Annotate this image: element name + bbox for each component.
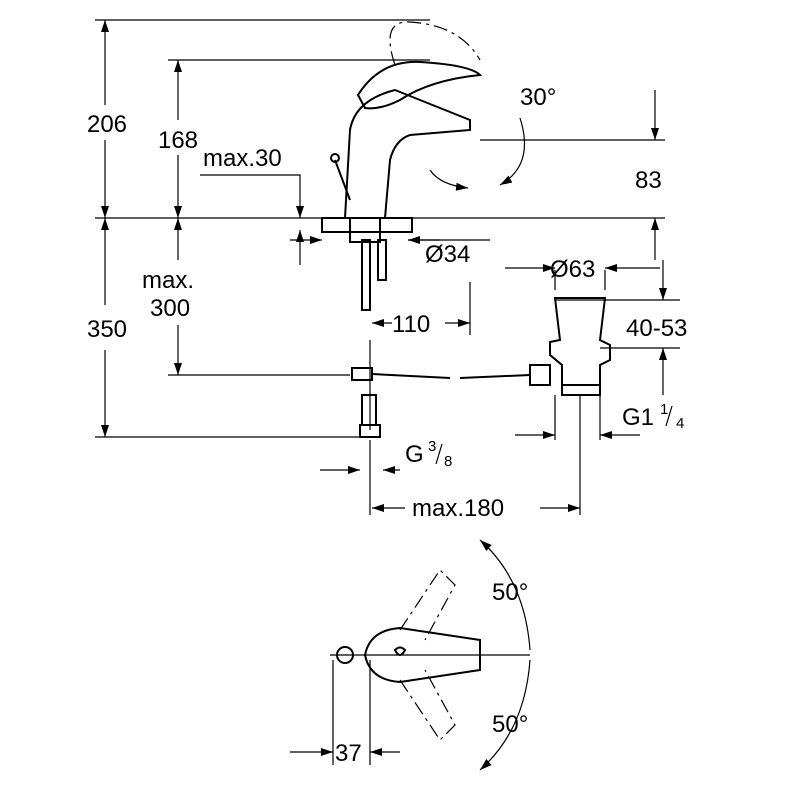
faucet-top-view [290,539,531,771]
label-g1-den: 4 [676,415,684,432]
label-206: 206 [87,111,127,138]
label-g1-num: 1 [660,401,668,418]
label-350: 350 [87,316,127,343]
dimension-labels: 206 168 max.30 30° 83 Ø34 Ø63 max. 300 3… [87,84,687,767]
faucet-side-view [321,21,611,438]
label-max180: max.180 [412,495,504,522]
label-d34: Ø34 [425,241,470,268]
label-g1: G1 [622,404,654,431]
label-g-num: 3 [428,438,436,455]
label-168: 168 [158,127,198,154]
label-d63: Ø63 [550,256,595,283]
label-g-den: 8 [444,453,452,470]
label-40-53: 40-53 [626,315,687,342]
label-max30: max.30 [203,145,282,172]
label-50deg-bottom: 50° [492,711,528,738]
label-30deg: 30° [520,84,556,111]
label-110: 110 [392,311,430,338]
label-50deg-top: 50° [492,579,528,606]
label-max300-2: 300 [150,295,190,322]
label-83: 83 [635,167,662,194]
label-37: 37 [335,740,362,767]
label-g: G [405,441,424,468]
dimension-lines [101,20,667,512]
label-max300-1: max. [142,267,194,294]
